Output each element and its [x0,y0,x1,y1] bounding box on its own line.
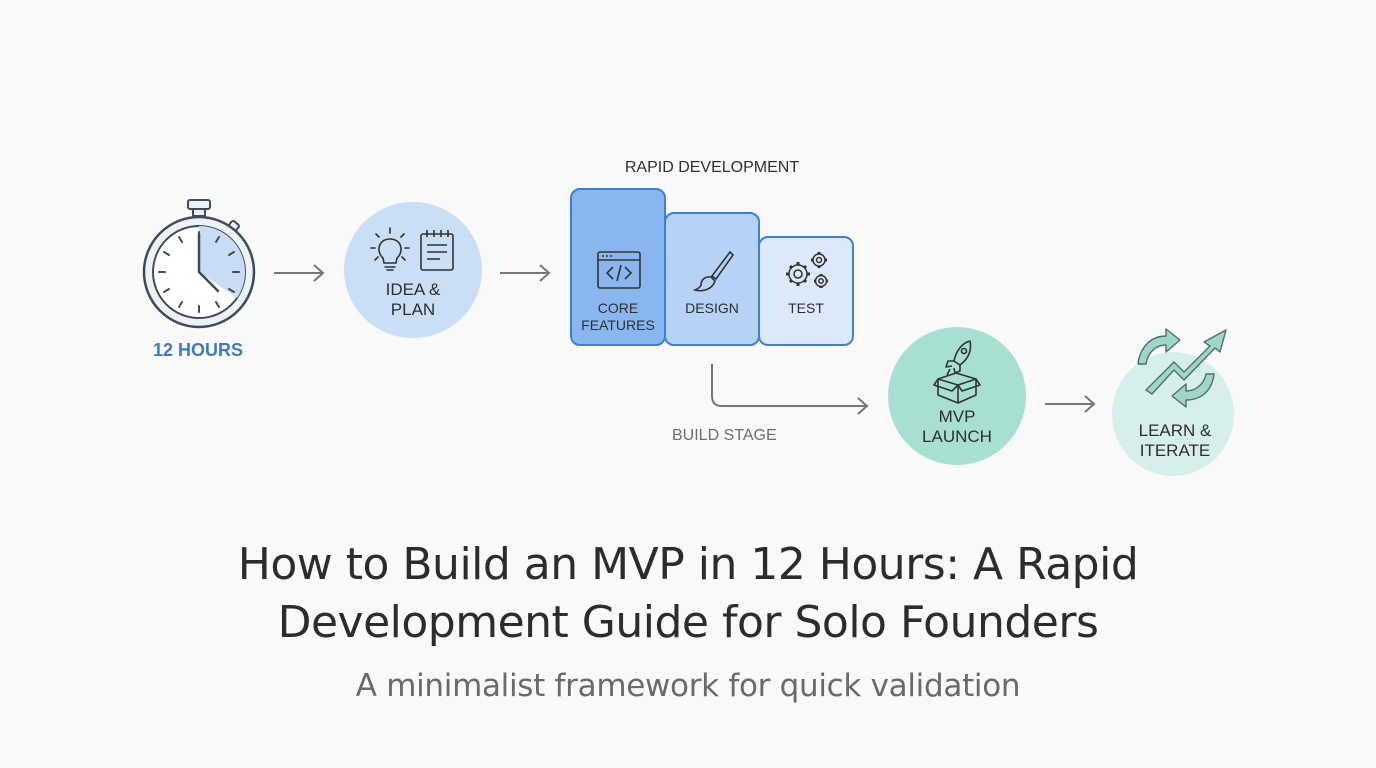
test-label: TEST [788,300,824,316]
page-subtitle: A minimalist framework for quick validat… [355,668,1021,704]
stopwatch [138,196,260,332]
build-stage-arrow-icon [711,364,869,415]
page-title-line-2: Development Guide for Solo Founders [277,597,1099,648]
launch-label-2: LAUNCH [922,427,992,446]
arrow-icon [274,264,325,282]
gears-icon [786,252,828,288]
idea-plan-node: IDEA & PLAN [344,202,482,338]
cycle-arrows-icon [1137,328,1227,408]
timer-label: 12 HOURS [152,340,244,360]
rapid-heading: RAPID DEVELOPMENT [624,159,800,176]
iterate-label-2: ITERATE [1139,441,1211,460]
rocket-box-icon [933,340,981,404]
arrow-icon [500,264,551,282]
iterate-label-1: LEARN & [1138,421,1212,440]
lightbulb-icon [370,227,410,271]
arrow-icon [1045,395,1096,413]
build-stage-label: BUILD STAGE [672,427,777,444]
step-design: DESIGN [664,212,760,346]
paintbrush-icon [692,250,735,292]
design-label: DESIGN [685,300,739,316]
code-window-icon [597,251,641,289]
step-core-features: CORE FEATURES [570,188,666,346]
idea-label-2: PLAN [390,300,436,319]
mvp-launch-node: MVP LAUNCH [888,327,1026,465]
stopwatch-icon [142,199,256,329]
step-test: TEST [758,236,854,346]
core-label-2: FEATURES [581,317,655,333]
core-label-1: CORE [597,300,639,316]
page-title-line-1: How to Build an MVP in 12 Hours: A Rapid [237,539,1139,590]
idea-label-1: IDEA & [385,280,441,299]
learn-iterate-node [1112,352,1234,476]
notepad-icon [420,230,454,271]
launch-label-1: MVP [938,407,976,426]
